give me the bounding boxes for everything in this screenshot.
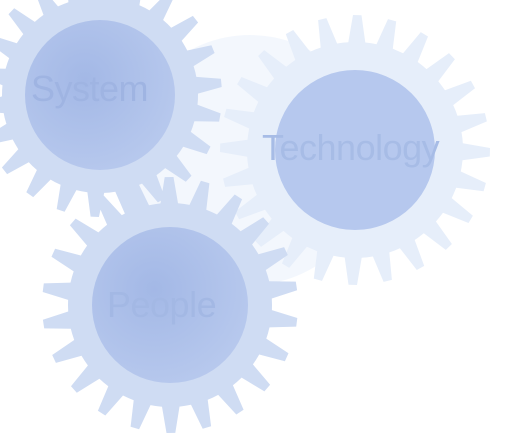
gear-system-icon (0, 0, 222, 217)
label-system: System (31, 68, 149, 109)
gear-technology-icon (220, 15, 490, 285)
gear-people-icon (42, 177, 298, 433)
g1-hub (25, 20, 175, 170)
label-people: People (107, 284, 217, 325)
g2-hub (275, 70, 435, 230)
g3-hub (92, 227, 248, 383)
label-technology: Technology (262, 127, 440, 168)
